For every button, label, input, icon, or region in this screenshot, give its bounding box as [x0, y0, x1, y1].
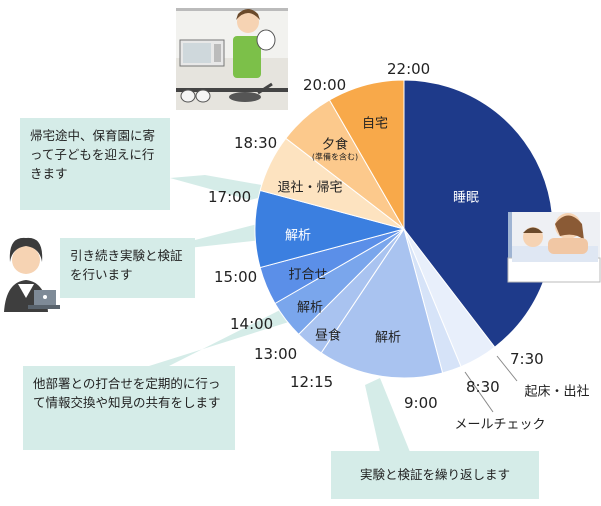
sleeping-parent-child-icon: [507, 212, 601, 283]
dinner-sublabel: (準備を含む): [311, 152, 359, 162]
pie-slice-10: [328, 79, 405, 231]
time-label-2000: 20:00: [303, 76, 347, 94]
pointer-wake: [496, 355, 518, 382]
slice-label-wake-commute: 起床・出社: [524, 384, 590, 400]
slice-label-home: 自宅: [361, 116, 389, 132]
pie-slice-3: [320, 227, 444, 379]
time-label-1400: 14:00: [230, 315, 274, 333]
time-label-0900: 9:00: [404, 394, 438, 412]
slice-label-dinner: 夕食 (準備を含む): [312, 138, 358, 163]
dinner-label: 夕食: [321, 137, 348, 153]
slice-label-lunch: 昼食: [314, 328, 342, 344]
slice-label-leave-home: 退社・帰宅: [277, 180, 343, 196]
slice-label-analysis-afternoon: 解析: [284, 228, 312, 244]
slice-label-meeting: 打合せ: [288, 267, 328, 283]
time-label-1215: 12:15: [290, 373, 334, 391]
slice-label-sleep: 睡眠: [452, 190, 480, 206]
leader-meeting: [130, 305, 295, 372]
time-label-1500: 15:00: [214, 268, 258, 286]
callout-pickup: 帰宅途中、保育園に寄って子どもを迎えに行きます: [20, 118, 170, 210]
pointer-mail: [464, 371, 494, 413]
time-label-1300: 13:00: [254, 345, 298, 363]
leader-repeat: [365, 378, 410, 452]
slice-label-analysis-midday: 解析: [296, 300, 324, 316]
woman-at-laptop-icon: [4, 237, 60, 312]
slice-label-mail-check: メールチェック: [454, 417, 546, 433]
cooking-woman-icon: [176, 8, 288, 110]
time-label-0730: 7:30: [510, 350, 544, 368]
time-label-2200: 22:00: [387, 60, 431, 78]
time-label-0830: 8:30: [466, 378, 500, 396]
callout-experiment: 引き続き実験と検証を行います: [60, 238, 195, 298]
callout-repeat: 実験と検証を繰り返します: [331, 451, 539, 499]
time-label-1700: 17:00: [208, 188, 252, 206]
time-label-1830: 18:30: [234, 134, 278, 152]
callout-meeting: 他部署との打合せを定期的に行って情報交換や知見の共有をします: [23, 366, 235, 450]
slice-label-analysis-morning: 解析: [374, 330, 402, 346]
